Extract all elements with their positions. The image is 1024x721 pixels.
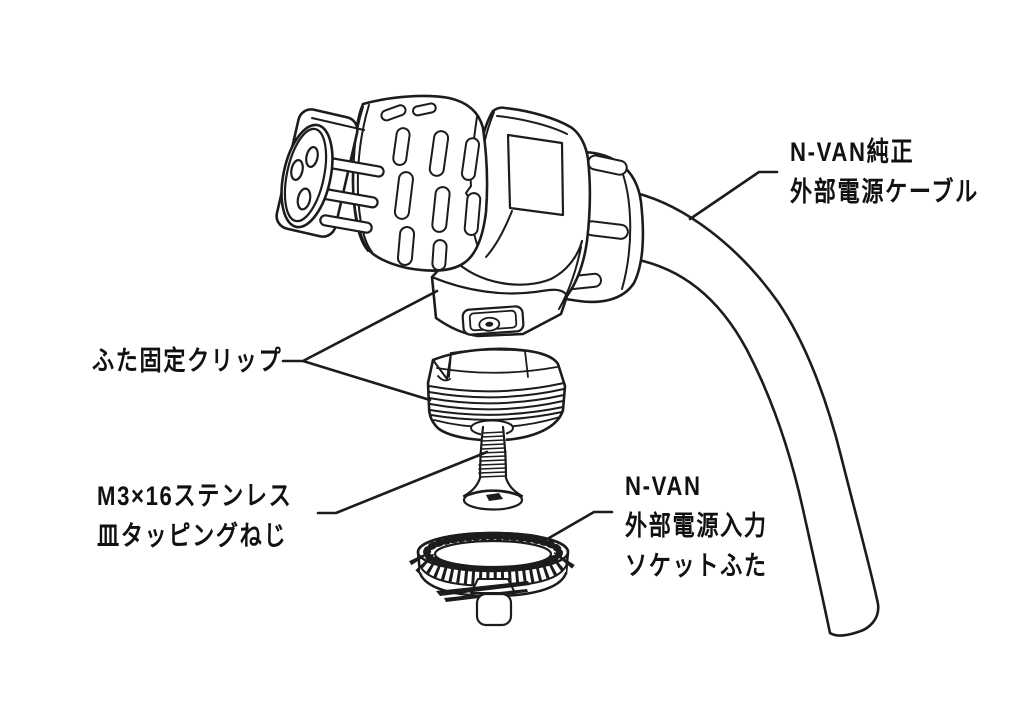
label-screw-line2: 皿タッピングねじ bbox=[97, 521, 288, 551]
pin-hole bbox=[290, 159, 304, 181]
lid-wing bbox=[436, 581, 530, 596]
label-lid-line2: 外部電源入力 bbox=[625, 511, 768, 541]
label-screw: M3×16ステンレス 皿タッピングねじ bbox=[97, 476, 292, 556]
label-cable: N-VAN純正 外部電源ケーブル bbox=[790, 132, 979, 212]
leader-lines bbox=[281, 170, 779, 540]
knurl-top-ticks bbox=[423, 533, 563, 572]
leader-screw bbox=[316, 450, 489, 515]
label-lid-line1: N-VAN bbox=[625, 471, 702, 501]
lid-boss bbox=[475, 592, 513, 627]
label-lid-line3: ソケットふた bbox=[625, 551, 768, 581]
screw-head-recess bbox=[486, 493, 503, 501]
pin-hole bbox=[305, 146, 319, 168]
tapping-screw-drawing bbox=[462, 425, 524, 511]
clip-ring-drawing bbox=[426, 347, 567, 442]
body-window-plate bbox=[506, 133, 565, 217]
power-cable-drawing bbox=[632, 191, 880, 637]
pin-hole bbox=[296, 187, 312, 211]
locking-collar-drawing bbox=[351, 94, 489, 272]
label-lid: N-VAN 外部電源入力 ソケットふた bbox=[625, 466, 768, 586]
label-screw-line1: M3×16ステンレス bbox=[97, 481, 293, 511]
socket-front-drawing bbox=[275, 108, 385, 238]
leader-lid bbox=[547, 510, 614, 540]
screw-threads bbox=[478, 431, 507, 478]
label-cable-line1: N-VAN純正 bbox=[790, 137, 915, 167]
socket-lid-drawing bbox=[409, 531, 577, 627]
label-clip: ふた固定クリップ bbox=[92, 341, 282, 381]
label-clip-line1: ふた固定クリップ bbox=[92, 346, 283, 376]
leader-clip bbox=[281, 289, 439, 402]
foot-screw-hole bbox=[461, 305, 525, 336]
connector-body-drawing bbox=[430, 106, 592, 338]
knurl-teeth bbox=[409, 549, 577, 590]
leader-cable bbox=[688, 170, 779, 221]
label-cable-line2: 外部電源ケーブル bbox=[790, 177, 979, 207]
